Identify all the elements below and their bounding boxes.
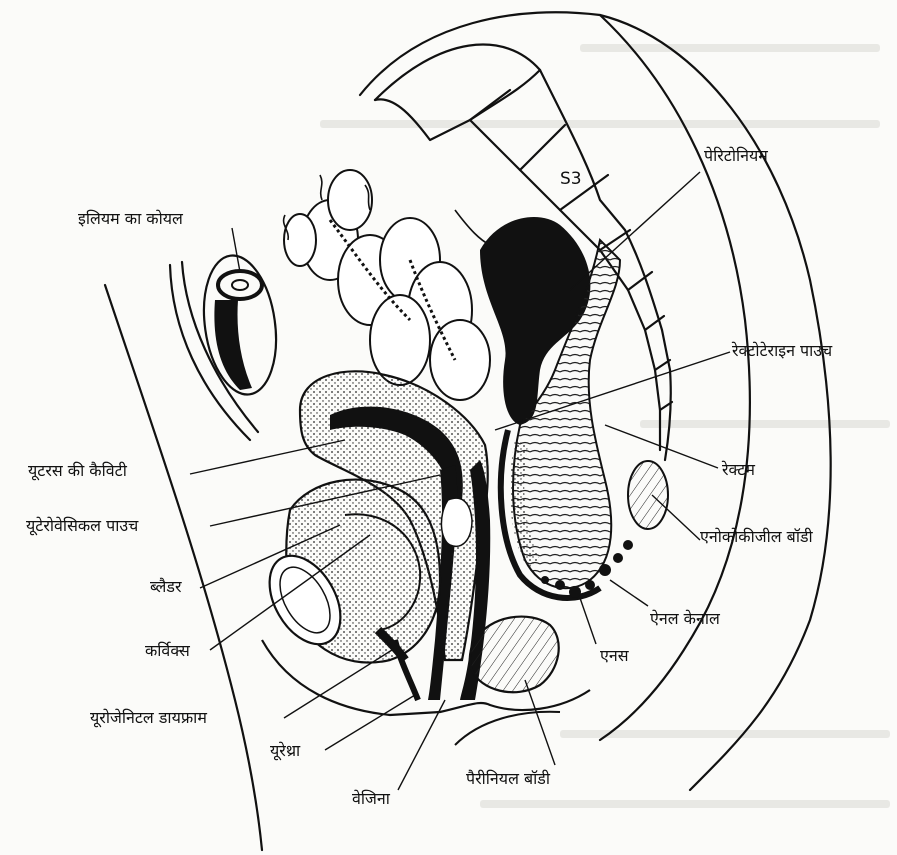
label-bladder: ब्लैडर	[150, 578, 182, 596]
intestine-loop	[430, 320, 490, 400]
vertebra-divider	[470, 90, 510, 120]
label-perineal-body: पैरीनियल बॉडी	[466, 770, 550, 788]
label-rectum: रेक्टम	[722, 461, 755, 479]
anal-sphincter-dot	[613, 553, 623, 563]
label-uterus-cavity: यूटरस की कैविटी	[28, 462, 127, 480]
leader-line-ileum	[232, 228, 240, 272]
label-anus: एनस	[600, 647, 629, 665]
anococcygeal-body-shape	[628, 461, 668, 529]
label-vagina: वेजिना	[352, 790, 390, 808]
anal-sphincter-dot	[569, 586, 581, 598]
ileum-coil-inner	[232, 280, 248, 290]
ileum-coil-lumen	[218, 271, 262, 299]
leader-line-rectum	[605, 425, 718, 468]
anal-sphincter-dot	[541, 576, 549, 584]
leader-line-perineal	[525, 680, 555, 765]
anal-sphincter-dot	[585, 580, 595, 590]
label-ileum-coil: इलियम का कोयल	[78, 210, 183, 228]
leader-line-anus	[580, 598, 596, 644]
anal-sphincter-dot	[599, 564, 611, 576]
leader-line-anal-canal	[610, 580, 648, 606]
intestine-fold	[455, 210, 490, 245]
anal-sphincter-dot	[555, 580, 565, 590]
perineum-lower	[455, 712, 560, 745]
label-anococcygeal-body: एनोकोकीजील बॉडी	[700, 528, 813, 546]
intestine-loop	[370, 295, 430, 385]
label-cervix: कर्विक्स	[145, 642, 190, 660]
vertebra-divider	[655, 360, 670, 370]
vertebra-divider	[520, 125, 565, 170]
intestine-fold	[320, 175, 322, 200]
intestine-loop	[328, 170, 372, 230]
label-uterovesical-pouch: यूटेरोवेसिकल पाउच	[26, 517, 138, 535]
anal-sphincter-dot	[623, 540, 633, 550]
cervix-shape	[441, 498, 472, 546]
label-vertebra-s3: S3	[560, 170, 582, 188]
sacrum-inner	[375, 70, 540, 140]
label-rectouterine-pouch: रेक्टोटेराइन पाउच	[732, 342, 832, 360]
label-peritoneum: पेरिटोनियम	[704, 147, 768, 165]
label-anal-canal: ऐनल केनाल	[650, 610, 720, 628]
sacral-line	[600, 15, 750, 740]
label-urethra: यूरेथ्रा	[270, 742, 300, 760]
label-urogenital-diaphragm: यूरोजेनिटल डायफ्राम	[90, 709, 207, 727]
